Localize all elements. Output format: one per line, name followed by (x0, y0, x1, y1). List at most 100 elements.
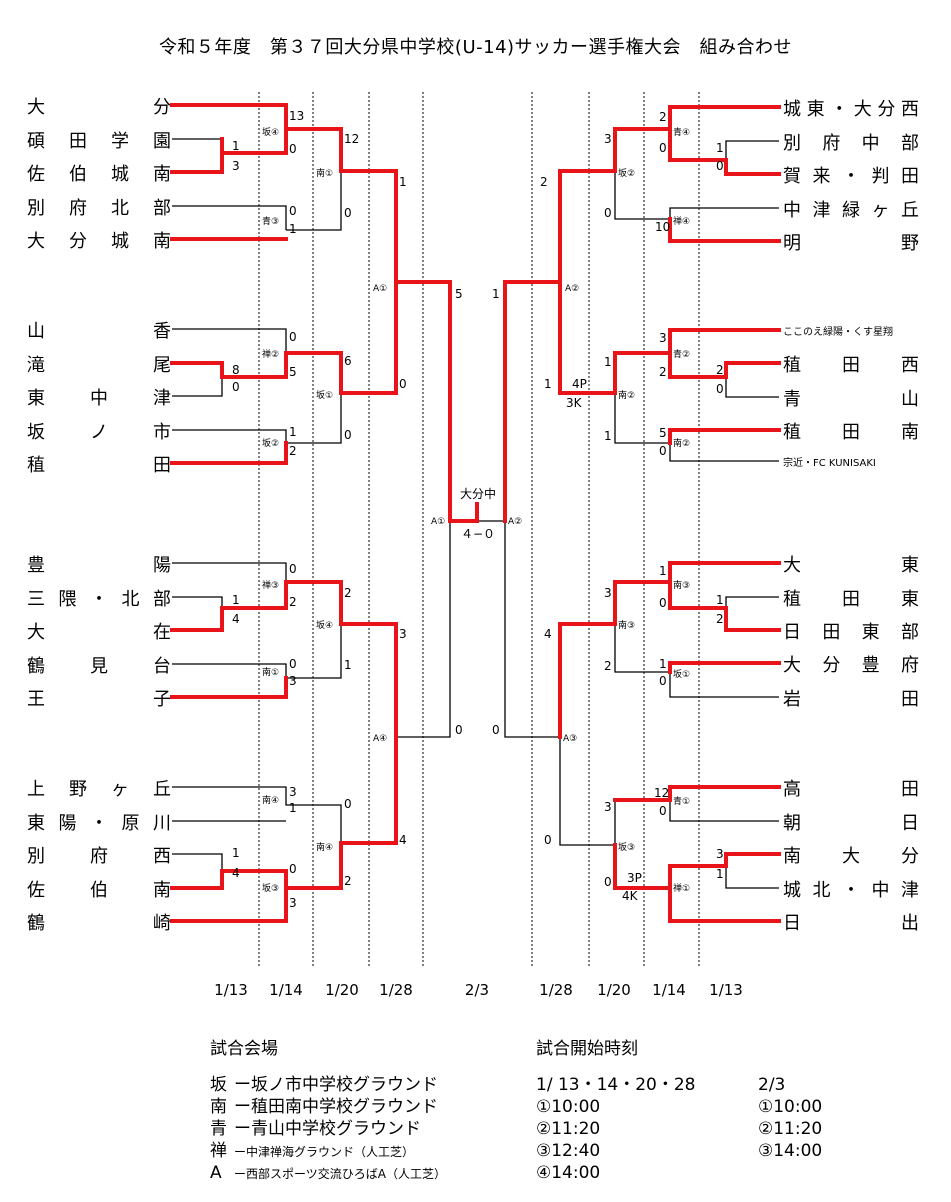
team-name: 上野ヶ丘 (27, 779, 171, 800)
winning-path (613, 843, 781, 890)
score-label: 3 (289, 896, 297, 910)
winning-path (170, 137, 224, 174)
venue-code: 禅 (210, 1141, 227, 1161)
venue-item: 禅ー中津禅海グラウンド（人工芝） (210, 1140, 446, 1162)
winning-path (558, 280, 781, 395)
team-name: 東中津 (27, 388, 171, 409)
score-label: 0 (659, 804, 667, 818)
venue-mark: A① (373, 284, 387, 294)
losing-path (286, 393, 342, 444)
score-label: 1 (544, 377, 552, 391)
team-name: 岩田 (783, 689, 919, 710)
losing-path (172, 429, 287, 443)
pk-label: 4P (572, 377, 587, 391)
time-slot: ④14:00 (536, 1163, 601, 1183)
team-name: 中津緑ヶ丘 (783, 200, 919, 221)
date-divider-lines (258, 92, 700, 968)
score-label: 6 (344, 354, 352, 368)
times-dates-a: 1/ 13・14・20・28 (536, 1075, 696, 1095)
team-name: 南大分 (783, 846, 919, 867)
losing-path (725, 377, 779, 398)
venue-mark: 禅① (673, 882, 690, 894)
venue-mark: 坂② (262, 438, 279, 449)
score-label: 0 (232, 380, 240, 394)
team-name: 三隈・北部 (27, 589, 171, 610)
score-label: 2 (344, 586, 352, 600)
losing-path (614, 393, 779, 462)
score-label: 3 (604, 586, 612, 600)
date-label: 1/28 (379, 981, 413, 999)
team-name: 鶴見台 (27, 656, 171, 677)
losing-path (669, 800, 779, 822)
team-name: 大東 (783, 555, 919, 576)
losing-path (614, 171, 779, 220)
score-label: 8 (232, 363, 240, 377)
team-name: 城北・中津 (783, 880, 919, 901)
winning-path (668, 351, 781, 379)
score-label: 4 (232, 612, 240, 626)
score-label: 0 (492, 723, 500, 737)
score-label: 0 (289, 562, 297, 576)
score-label: 4 (544, 627, 552, 641)
venue-mark: 南① (316, 167, 333, 179)
score-label: 1 (492, 287, 500, 301)
times-heading: 試合開始時刻 (536, 1039, 638, 1059)
date-label: 1/13 (709, 981, 743, 999)
score-label: 1 (289, 425, 297, 439)
venue-mark: 青② (673, 348, 690, 360)
winning-path (170, 886, 288, 923)
winning-path (220, 127, 288, 155)
score-label: 2 (289, 444, 297, 458)
winning-path (170, 580, 398, 739)
venue-item: 南ー稙田南中学校グラウンド (210, 1096, 446, 1118)
venue-mark: A① (431, 517, 445, 527)
score-label: 0 (399, 377, 407, 391)
times-dates-b: 2/3 (758, 1075, 786, 1095)
score-label: 1 (659, 657, 667, 671)
losing-path (725, 866, 779, 889)
score-label: 4 (399, 833, 407, 847)
time-slot: ①10:00 (758, 1097, 823, 1117)
venue-mark: 南③ (673, 579, 690, 591)
pk-label: 3K (566, 396, 583, 410)
losing-path (559, 737, 616, 846)
score-label: 5 (455, 287, 463, 301)
score-label: 1 (604, 355, 612, 369)
team-name: 碩田学園 (27, 131, 171, 152)
team-name: 日田東部 (783, 622, 919, 643)
score-label: 0 (455, 723, 463, 737)
venue-item: 坂ー坂ノ市中学校グラウンド (210, 1074, 446, 1096)
winning-path (668, 580, 781, 632)
score-label: 4 (232, 866, 240, 880)
score-label: 2 (289, 595, 297, 609)
winning-path (613, 785, 781, 802)
winning-path (668, 661, 781, 674)
score-label: 3 (716, 847, 724, 861)
score-label: 1 (716, 867, 724, 881)
score-label: 3 (232, 159, 240, 173)
losing-path (172, 853, 223, 871)
score-label: 1 (604, 429, 612, 443)
score-label: 0 (659, 596, 667, 610)
date-label: 1/13 (214, 981, 248, 999)
date-label: 2/3 (465, 981, 489, 999)
score-label: 5 (659, 426, 667, 440)
final-winner: 大分中 (460, 486, 496, 501)
date-label: 1/28 (539, 981, 573, 999)
venue-mark: 禅② (262, 348, 279, 360)
score-label: 0 (289, 862, 297, 876)
score-label: 3 (289, 674, 297, 688)
venue-name: ー坂ノ市中学校グラウンド (234, 1075, 438, 1095)
score-label: 12 (654, 786, 669, 800)
team-name: 別府西 (27, 846, 171, 867)
venue-mark: 青③ (262, 215, 279, 227)
score-label: 0 (716, 159, 724, 173)
final-score: ４−０ (461, 527, 495, 541)
team-name: 稙田 (27, 455, 171, 476)
pk-label: 4K (622, 889, 639, 903)
winning-path (558, 105, 781, 284)
team-name: 東陽・原川 (27, 813, 171, 834)
score-label: 0 (289, 657, 297, 671)
